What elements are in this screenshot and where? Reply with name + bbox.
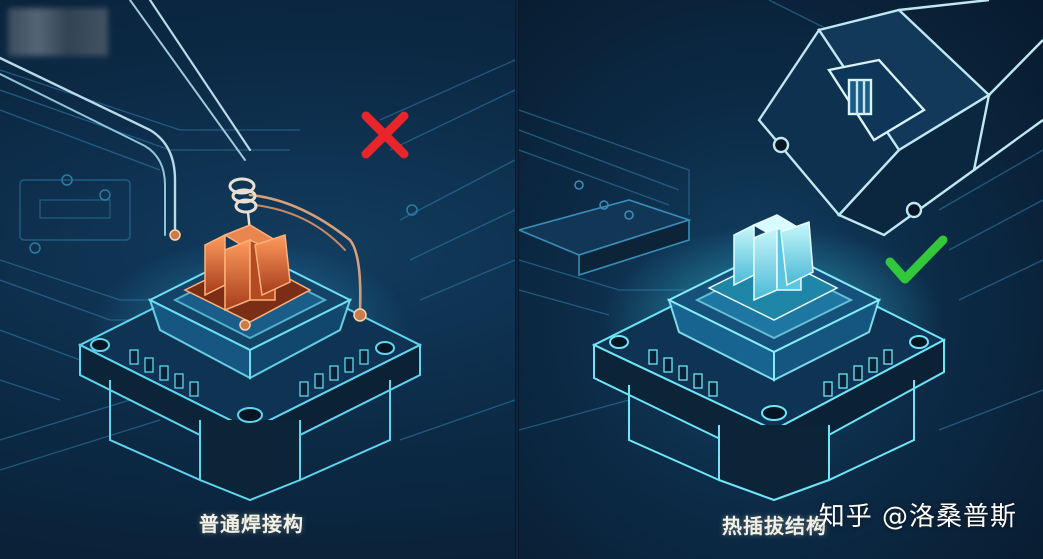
check-icon xyxy=(885,235,948,284)
solder-joints xyxy=(169,229,367,331)
panel-divider xyxy=(515,0,519,559)
removed-housing-top xyxy=(757,0,1043,237)
base-holes xyxy=(90,338,395,423)
solder-wires xyxy=(0,0,362,312)
watermark: 知乎 @洛桑普斯 xyxy=(818,502,1017,532)
trace-pads xyxy=(19,174,418,254)
wire-coil xyxy=(228,177,258,233)
hotswap-base-holes xyxy=(609,335,929,421)
caption-hotswap: 热插拔结构 xyxy=(722,514,827,538)
base-pins xyxy=(129,349,369,397)
pcb-slab xyxy=(519,180,692,277)
soldered-switch-stem xyxy=(183,224,312,323)
blurred-logo xyxy=(8,8,108,56)
hotswap-switch-stem xyxy=(707,214,839,321)
hotswap-pins xyxy=(648,349,893,397)
soldered-illustration xyxy=(0,0,515,502)
panel-hotswap: 热插拔结构 xyxy=(519,0,1043,559)
hotswap-illustration xyxy=(519,0,1043,502)
cross-icon xyxy=(361,111,409,159)
panel-soldered: 普通焊接构 xyxy=(0,0,515,559)
caption-soldered: 普通焊接构 xyxy=(199,512,304,536)
